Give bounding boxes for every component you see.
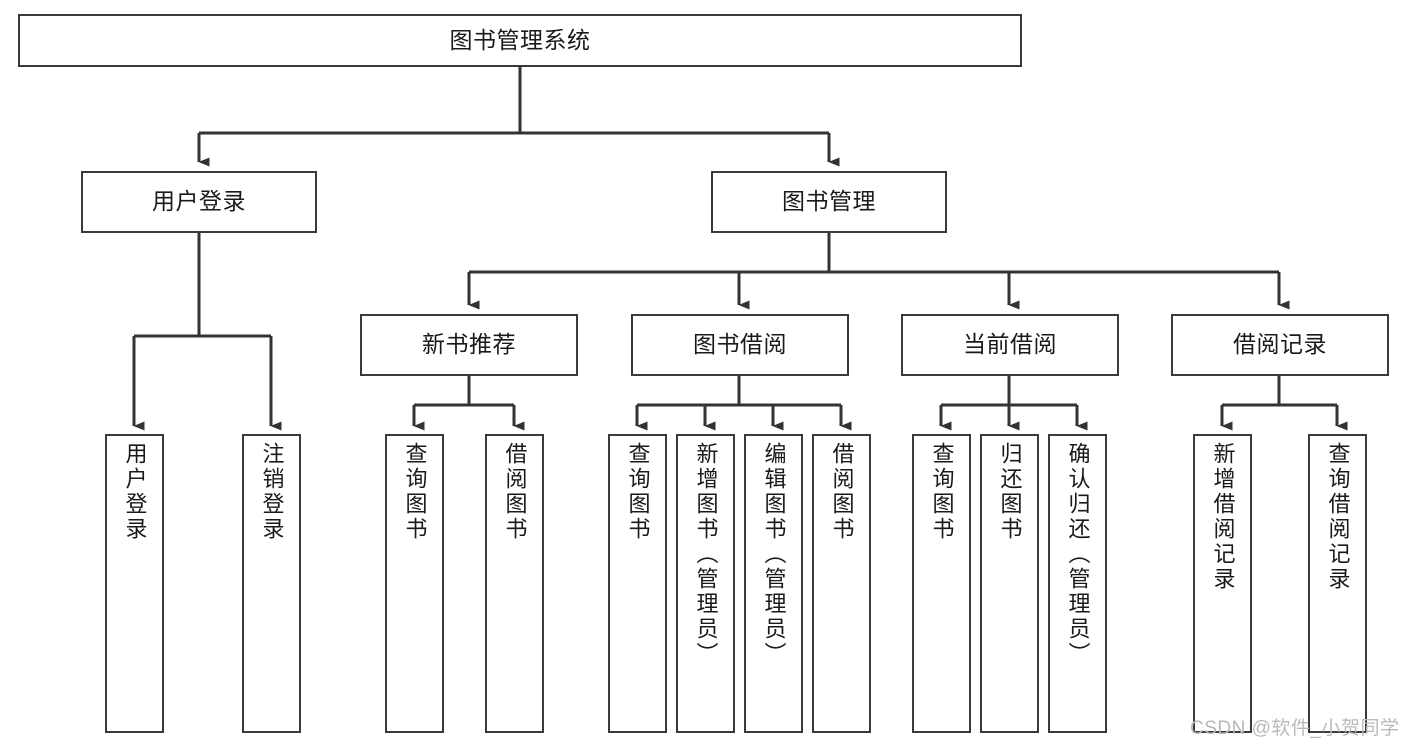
leaf-query-book-current[interactable]: 查询图书 [912,434,971,733]
leaf-return-book[interactable]: 归还图书 [980,434,1039,733]
node-borrow-record[interactable]: 借阅记录 [1171,314,1389,376]
node-current-borrow-label: 当前借阅 [963,331,1057,358]
node-borrow-record-label: 借阅记录 [1233,331,1327,358]
leaf-borrow-book[interactable]: 借阅图书 [812,434,871,733]
leaf-user-login-label: 用户登录 [122,442,148,542]
node-current-borrow[interactable]: 当前借阅 [901,314,1119,376]
node-book-management[interactable]: 图书管理 [711,171,947,233]
leaf-return-book-label: 归还图书 [997,442,1023,542]
leaf-edit-book-admin[interactable]: 编辑图书（管理员） [744,434,803,733]
node-new-book-recommend-label: 新书推荐 [422,331,516,358]
leaf-edit-book-admin-label: 编辑图书（管理员） [761,442,787,667]
node-user-login[interactable]: 用户登录 [81,171,317,233]
leaf-borrow-book-recommend[interactable]: 借阅图书 [485,434,544,733]
leaf-user-login[interactable]: 用户登录 [105,434,164,733]
leaf-query-book-recommend[interactable]: 查询图书 [385,434,444,733]
leaf-add-borrow-record[interactable]: 新增借阅记录 [1193,434,1252,733]
node-book-borrow-label: 图书借阅 [693,331,787,358]
node-new-book-recommend[interactable]: 新书推荐 [360,314,578,376]
leaf-query-borrow-record-label: 查询借阅记录 [1325,442,1351,592]
leaf-query-borrow-record[interactable]: 查询借阅记录 [1308,434,1367,733]
leaf-add-book-admin-label: 新增图书（管理员） [693,442,719,667]
node-root[interactable]: 图书管理系统 [18,14,1022,67]
node-user-login-label: 用户登录 [152,188,246,215]
leaf-add-borrow-record-label: 新增借阅记录 [1210,442,1236,592]
node-root-label: 图书管理系统 [449,26,591,53]
leaf-query-book-borrow[interactable]: 查询图书 [608,434,667,733]
leaf-add-book-admin[interactable]: 新增图书（管理员） [676,434,735,733]
leaf-query-book-borrow-label: 查询图书 [625,442,651,542]
leaf-confirm-return-admin-label: 确认归还（管理员） [1065,442,1091,667]
leaf-logout-label: 注销登录 [259,442,285,542]
leaf-borrow-book-recommend-label: 借阅图书 [502,442,528,542]
node-book-borrow[interactable]: 图书借阅 [631,314,849,376]
leaf-query-book-recommend-label: 查询图书 [402,442,428,542]
leaf-logout[interactable]: 注销登录 [242,434,301,733]
leaf-confirm-return-admin[interactable]: 确认归还（管理员） [1048,434,1107,733]
node-book-management-label: 图书管理 [782,188,876,215]
leaf-borrow-book-label: 借阅图书 [829,442,855,542]
leaf-query-book-current-label: 查询图书 [929,442,955,542]
